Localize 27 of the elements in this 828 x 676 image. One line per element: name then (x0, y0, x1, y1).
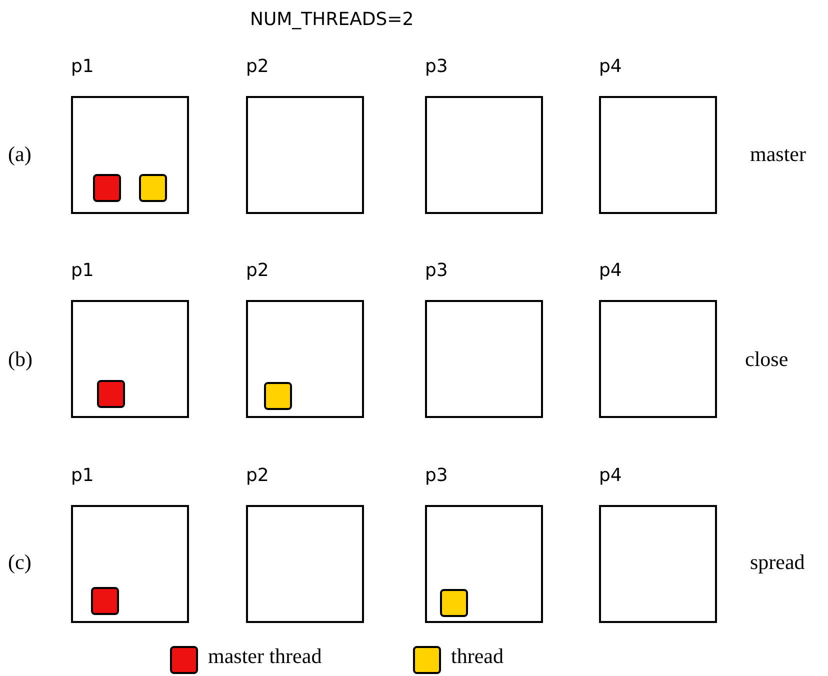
processor-label: p3 (425, 465, 448, 486)
processor-label: p3 (425, 56, 448, 77)
legend-label: master thread (208, 644, 322, 669)
thread-marker (139, 174, 167, 202)
binding-label: master (750, 142, 806, 167)
processor-label: p3 (425, 260, 448, 281)
title: NUM_THREADS=2 (250, 9, 414, 30)
processor-label: p1 (71, 260, 94, 281)
thread-marker (93, 174, 121, 202)
thread-marker (440, 589, 468, 617)
thread-marker (264, 382, 292, 410)
binding-label: close (745, 347, 788, 372)
processor-label: p4 (599, 465, 622, 486)
legend-label: thread (451, 644, 504, 669)
processor-label: p1 (71, 465, 94, 486)
row-label: (c) (8, 550, 32, 575)
processor-label: p4 (599, 260, 622, 281)
binding-label: spread (750, 550, 805, 575)
row-label: (a) (8, 142, 32, 167)
processor-label: p2 (246, 465, 269, 486)
processor-label: p2 (246, 56, 269, 77)
row-label: (b) (8, 347, 32, 372)
processor-label: p4 (599, 56, 622, 77)
thread-marker (91, 587, 119, 615)
thread-marker (97, 380, 125, 408)
processor-label: p1 (71, 56, 94, 77)
processor-label: p2 (246, 260, 269, 281)
